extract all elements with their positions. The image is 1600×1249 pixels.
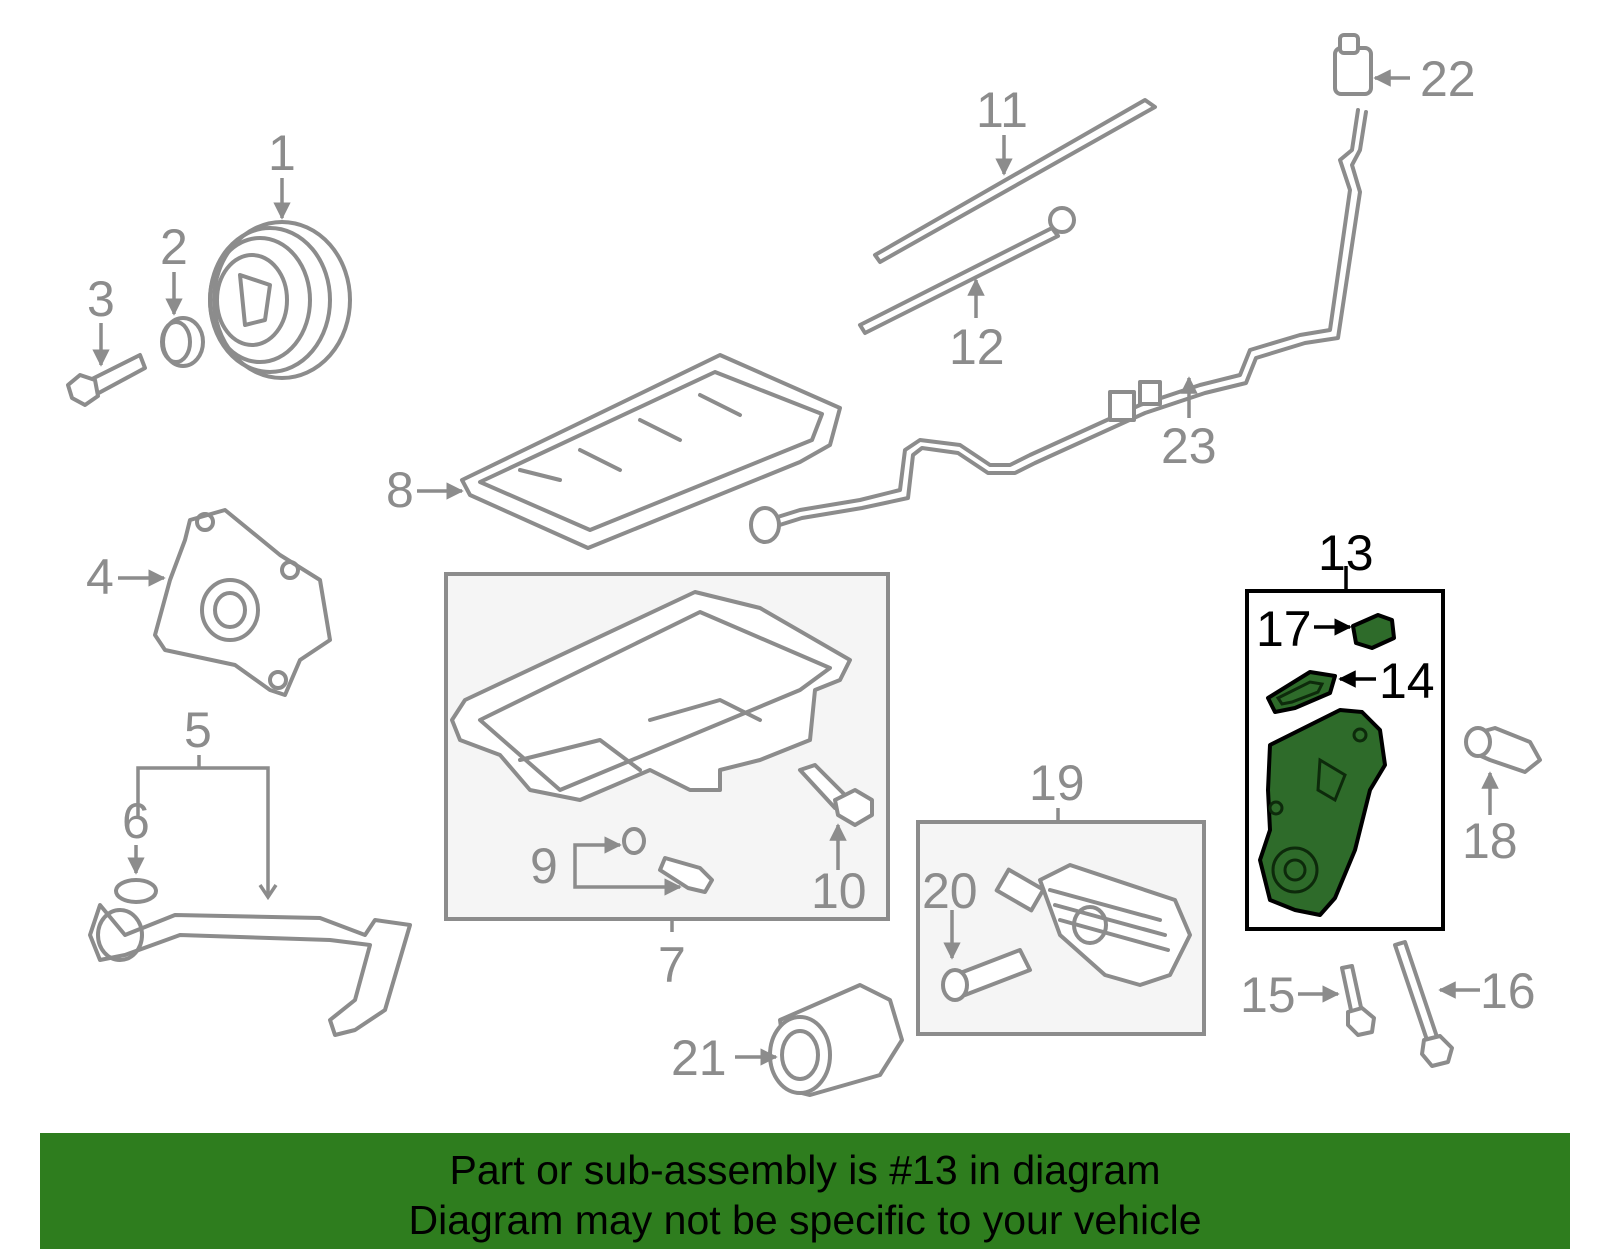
position-sensor-part[interactable] [1464,726,1542,774]
oil-pump-part[interactable] [153,508,332,697]
callout-2: 2 [160,219,188,275]
cover-bolt-short-part[interactable] [1340,964,1376,1037]
callout-18: 18 [1462,813,1518,869]
callout-20: 20 [922,863,978,919]
callout-17: 17 [1256,601,1312,657]
dipstick-part[interactable] [873,98,1157,264]
callout-21: 21 [671,1030,727,1086]
oil-filter-part[interactable] [768,983,904,1097]
callout-12: 12 [949,319,1005,375]
cap-part[interactable] [1351,613,1396,650]
oil-level-sensor-part[interactable] [798,763,874,827]
callout-5: 5 [184,702,212,758]
callout-3: 3 [87,271,115,327]
callout-11: 11 [976,82,1028,138]
cover-bolt-long-part[interactable] [1393,940,1454,1068]
callout-19: 19 [1029,755,1085,811]
pulley-bolt-part[interactable] [66,353,147,407]
timing-cover-part[interactable] [1258,708,1387,917]
drain-plug-part[interactable] [622,827,714,894]
callout-8: 8 [386,462,414,518]
oil-cooler-part[interactable] [994,863,1192,987]
callout-4: 4 [86,549,114,605]
gasket-part[interactable] [1266,670,1337,714]
dipstick-tube-part[interactable] [858,206,1076,335]
callout-15: 15 [1240,967,1296,1023]
washer-part[interactable] [160,316,205,368]
info-banner: Part or sub-assembly is #13 in diagram D… [40,1133,1570,1249]
oil-pickup-tube-part[interactable] [88,903,412,1037]
callout-10: 10 [811,863,867,919]
callout-13: 13 [1318,525,1374,581]
callout-1: 1 [268,125,296,181]
callout-16: 16 [1480,963,1536,1019]
callout-6: 6 [122,793,150,849]
wiring-harness-part[interactable] [749,108,1368,544]
callout-23: 23 [1161,418,1217,474]
callout-9: 9 [530,838,558,894]
o-ring-part[interactable] [114,878,158,904]
pressure-sensor-part[interactable] [1333,33,1373,96]
oil-pan-baffle-part[interactable] [460,353,842,550]
cooler-bolt-part[interactable] [941,948,1032,1002]
banner-line-2: Diagram may not be specific to your vehi… [408,1197,1202,1243]
crankshaft-pulley-part[interactable] [208,220,352,380]
oil-pan-part[interactable] [450,590,852,802]
callout-7: 7 [658,937,686,993]
callout-14: 14 [1379,653,1435,709]
callout-22: 22 [1420,51,1476,107]
banner-line-1: Part or sub-assembly is #13 in diagram [449,1147,1161,1193]
